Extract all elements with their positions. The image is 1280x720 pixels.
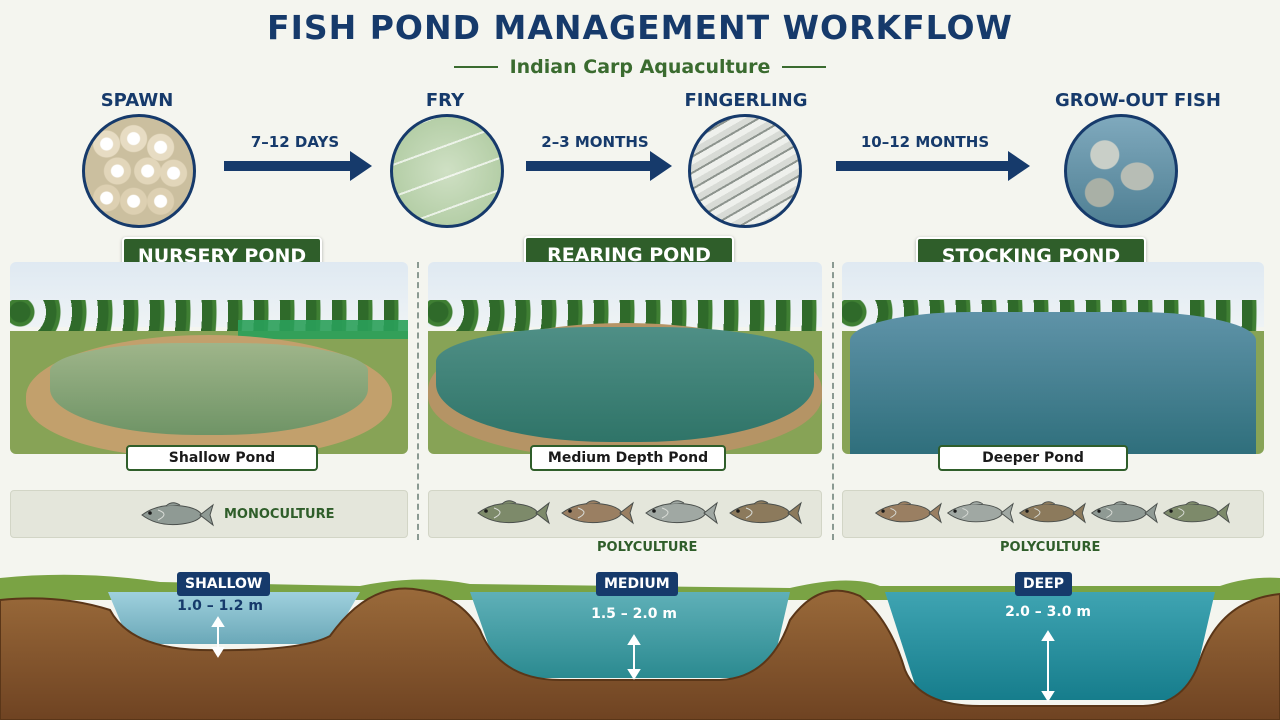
page-title: FISH POND MANAGEMENT WORKFLOW xyxy=(267,8,1013,47)
carp-fish-icon xyxy=(645,500,718,525)
subtitle-rule-right xyxy=(782,66,827,68)
culture-label-rearing: POLYCULTURE xyxy=(597,540,698,555)
carp-fish-icon xyxy=(141,502,214,527)
duration-label-3: 10–12 MONTHS xyxy=(860,133,990,151)
medium-water xyxy=(470,592,790,678)
rearing-pond-photo xyxy=(428,262,822,454)
section-divider-1 xyxy=(417,262,419,540)
culture-label-nursery: MONOCULTURE xyxy=(224,507,335,522)
depth-tag-shallow: SHALLOW xyxy=(177,572,271,596)
depth-value-shallow: 1.0 – 1.2 m xyxy=(177,598,263,614)
fingerling-icon xyxy=(688,114,802,228)
depth-value-deep: 2.0 – 3.0 m xyxy=(1005,604,1091,620)
carp-fish-icon xyxy=(729,500,802,525)
depth-tag-medium: MEDIUM xyxy=(596,572,678,596)
fish-eggs-icon xyxy=(82,114,196,228)
pond-type-nursery: Shallow Pond xyxy=(126,445,318,471)
stage-label-fry: FRY xyxy=(425,90,465,111)
nursery-pond-photo xyxy=(10,262,408,454)
grow-out-fish-icon xyxy=(1064,114,1178,228)
subtitle: Indian Carp Aquaculture xyxy=(509,56,771,78)
carp-fish-icon xyxy=(561,500,634,525)
section-divider-2 xyxy=(832,262,834,540)
arrow-fingerling-to-grow-out xyxy=(836,151,1030,181)
carp-fish-icon xyxy=(477,500,550,525)
duration-label-2: 2–3 MONTHS xyxy=(541,133,649,151)
culture-label-stocking: POLYCULTURE xyxy=(1000,540,1101,555)
deep-water xyxy=(885,592,1215,700)
depth-tag-deep: DEEP xyxy=(1015,572,1073,596)
pond-type-rearing: Medium Depth Pond xyxy=(530,445,726,471)
pond-type-stocking: Deeper Pond xyxy=(938,445,1128,471)
stage-label-spawn: SPAWN xyxy=(100,90,174,111)
carp-fish-icon xyxy=(1090,501,1158,524)
carp-fish-icon xyxy=(1018,501,1086,524)
carp-fish-icon xyxy=(874,501,942,524)
carp-fish-icon xyxy=(1162,501,1230,524)
stocking-pond-photo xyxy=(842,262,1264,454)
arrow-spawn-to-fry xyxy=(224,151,372,181)
stage-label-grow-out: GROW-OUT FISH xyxy=(1055,90,1221,111)
depth-value-medium: 1.5 – 2.0 m xyxy=(591,606,677,622)
subtitle-row: Indian Carp Aquaculture xyxy=(0,56,1280,78)
subtitle-rule-left xyxy=(453,66,498,68)
stage-label-fingerling: FINGERLING xyxy=(684,90,808,111)
fry-icon xyxy=(390,114,504,228)
arrow-fry-to-fingerling xyxy=(526,151,672,181)
shallow-water xyxy=(108,592,360,644)
duration-label-1: 7–12 DAYS xyxy=(250,133,340,151)
carp-fish-icon xyxy=(946,501,1014,524)
